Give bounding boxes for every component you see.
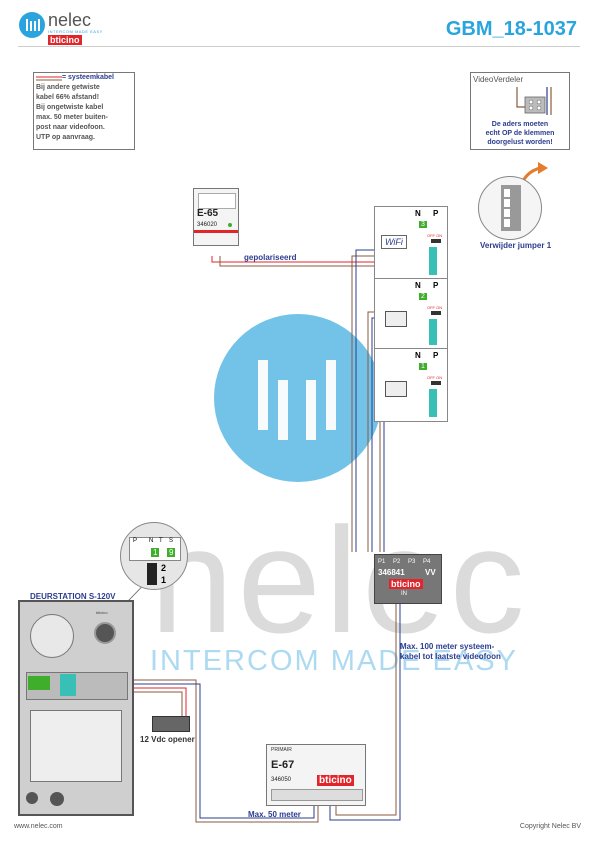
- e65-label: E-65: [197, 208, 219, 219]
- legend-line-2: kabel 66% afstand!: [36, 94, 100, 101]
- wire-door-e67-1: [76, 679, 319, 823]
- watermark-bars-icon: [258, 360, 336, 440]
- e67-brand: bticino: [317, 775, 354, 786]
- legend-line-6: UTP op aanvraag.: [36, 134, 96, 141]
- speaker-grille-icon: [30, 614, 74, 658]
- m1-number: 1: [419, 363, 427, 370]
- dip-label-n: N: [149, 538, 154, 544]
- door-station-screw-icon: [26, 792, 38, 804]
- doc-code: GBM_18-1037: [445, 18, 577, 40]
- header-rule: [18, 46, 580, 47]
- wire-distributor-e67-1: [335, 600, 397, 816]
- jumper-note: Verwijder jumper 1: [480, 241, 552, 250]
- m2-p: P: [433, 281, 439, 290]
- camera-lens-icon: [94, 622, 116, 644]
- distributor-in: IN: [401, 591, 407, 597]
- m1-n: N: [415, 351, 421, 360]
- wire-e65-red: [211, 256, 424, 263]
- jumper-value-1: 1: [161, 575, 167, 585]
- jumper-value-2: 2: [161, 563, 167, 573]
- footer-url[interactable]: www.nelec.com: [14, 823, 63, 830]
- splitter-title: VideoVerdeler: [473, 75, 524, 84]
- video-monitor-3: N P 3 WiFi OFF ON: [374, 206, 448, 280]
- footer-copyright: Copyright Nelec BV: [519, 823, 581, 830]
- wire-distributor-e67-2: [329, 600, 401, 821]
- watermark-circle: [214, 314, 382, 482]
- m3-n: N: [415, 209, 421, 218]
- dip-label-p: P: [133, 538, 138, 544]
- nelec-logo-icon: [19, 12, 45, 38]
- video-distributor-346841: P1 P2 P3 P4 346841 VV bticino IN: [374, 554, 442, 604]
- opener-label: 12 Vdc opener: [140, 735, 195, 744]
- logo-tagline: INTERCOM MADE EASY: [48, 29, 103, 34]
- door-station-cable-gland-icon: [50, 792, 64, 806]
- dip-label-t: T: [159, 538, 163, 544]
- splitter-note-1: De aders moeten: [491, 121, 549, 128]
- m1-offon: OFF ON: [427, 375, 443, 380]
- wire-door-e67-2: [76, 683, 315, 819]
- system-cable-note-2: kabel tot laatste videofoon: [400, 652, 501, 661]
- m2-offon: OFF ON: [427, 305, 443, 310]
- e67-code: 346050: [271, 777, 292, 783]
- dip-label-s: S: [169, 538, 174, 544]
- m3-terminal: [429, 247, 437, 275]
- power-supply-e65: E-65 346020: [193, 188, 239, 246]
- door-station-s120v: bticino: [18, 600, 134, 816]
- door-station-terminal: [60, 674, 76, 696]
- door-station-title: DEURSTATION S-120V: [30, 592, 116, 601]
- m1-p: P: [433, 351, 439, 360]
- legend-line-1: Bij andere getwiste: [36, 84, 100, 91]
- system-cable-note-1: Max. 100 meter systeem-: [400, 642, 495, 651]
- power-supply-e67: PRIMAIR E-67 346050 bticino: [266, 744, 366, 806]
- dip-value-1: 1: [151, 548, 160, 557]
- splitter-terminal-icon: [516, 87, 552, 115]
- door-station-brand: bticino: [96, 610, 108, 615]
- m2-terminal: [429, 319, 437, 345]
- distributor-code: 346841: [378, 568, 405, 577]
- splitter-note-2: echt OP de klemmen: [485, 130, 555, 137]
- m3-offon: OFF ON: [427, 233, 443, 238]
- logo-brand: bticino: [48, 35, 82, 45]
- legend-box: = systeemkabel Bij andere getwiste kabel…: [33, 72, 135, 150]
- door-opener: [152, 716, 190, 732]
- m2-number: 2: [419, 293, 427, 300]
- watermark-text: nelec: [150, 496, 529, 664]
- legend-line-3: Bij ongetwiste kabel: [36, 104, 104, 111]
- legend-line-4: max. 50 meter buiten-: [36, 114, 108, 121]
- e67-top: PRIMAIR: [271, 747, 292, 753]
- e65-code: 346020: [197, 222, 218, 228]
- video-monitor-2: N P 2 OFF ON: [374, 278, 448, 350]
- m3-number: 3: [419, 221, 427, 228]
- splitter-note-3: doorgelust worden!: [487, 139, 553, 146]
- m2-n: N: [415, 281, 421, 290]
- door-cable-note: Max. 50 meter: [248, 810, 301, 819]
- distributor-vv: VV: [425, 568, 436, 577]
- dip-zoom: P N T S 1 9 2 1: [120, 522, 188, 590]
- distributor-brand: bticino: [389, 579, 423, 589]
- video-splitter-box: VideoVerdeler De aders moeten echt OP de…: [470, 72, 570, 150]
- logo-name: nelec: [48, 10, 92, 30]
- e67-label: E-67: [271, 759, 295, 771]
- dip-value-9: 9: [167, 548, 176, 557]
- port-p4: P4: [423, 559, 431, 565]
- m1-terminal: [429, 389, 437, 417]
- watermark-subtext: INTERCOM MADE EASY: [150, 645, 518, 677]
- monitor-screen-icon: [385, 311, 407, 327]
- monitor-screen-icon: [385, 381, 407, 397]
- jumper-zoom: [478, 176, 542, 240]
- m3-p: P: [433, 209, 439, 218]
- port-p2: P2: [393, 559, 401, 565]
- e65-wire-label: gepolariseerd: [244, 253, 297, 262]
- wifi-badge: WiFi: [381, 235, 407, 249]
- door-station-display: [30, 710, 122, 782]
- door-station-keypad: [28, 676, 50, 690]
- port-p1: P1: [378, 559, 386, 565]
- system-cable-legend-icon: [36, 76, 62, 81]
- legend-title: = systeemkabel: [62, 74, 114, 81]
- video-monitor-1: N P 1 OFF ON: [374, 348, 448, 422]
- port-p3: P3: [408, 559, 416, 565]
- legend-line-5: post naar videofoon.: [36, 124, 105, 131]
